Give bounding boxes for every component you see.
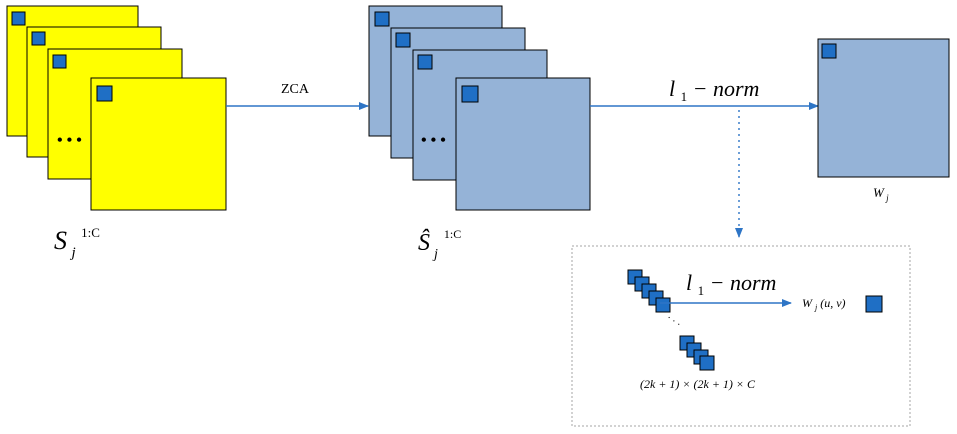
detail-box: · · · l 1 − norm W j (u, v) (2k + 1) × (… [571, 245, 911, 427]
stack1-label: S j 1:C [54, 225, 100, 263]
window-size-label: (2k + 1) × (2k + 1) × C [640, 377, 756, 391]
window-stack-bottom [679, 335, 715, 371]
stack1-ellipsis: • • • [57, 132, 82, 149]
input-feature-stack: • • • S j 1:C [6, 5, 227, 263]
whitened-map-2-marker [395, 32, 411, 48]
stack2-label: Ŝ j 1:C [418, 227, 461, 264]
feature-map-3-marker [52, 54, 67, 69]
weight-map-label: W j [873, 185, 889, 203]
whitened-map-3-marker [417, 54, 433, 70]
whitened-map-1-marker [374, 11, 390, 27]
weight-map-marker [821, 43, 837, 59]
zca-label: ZCA [281, 82, 310, 97]
l1-norm-arrow: l 1 − norm [590, 76, 819, 110]
detail-box-border [571, 245, 911, 427]
weight-map-square [817, 38, 950, 178]
detail-output-square [865, 295, 883, 313]
feature-map-4-marker [96, 85, 113, 102]
l1-norm-label: l 1 − norm [669, 76, 759, 106]
stack2-ellipsis: • • • [421, 132, 446, 149]
zca-arrow: ZCA [226, 82, 369, 110]
weight-map: W j [817, 38, 950, 203]
feature-map-1-marker [11, 11, 26, 26]
detail-l1-norm-label: l 1 − norm [686, 270, 776, 300]
whitened-feature-stack: • • • Ŝ j 1:C [368, 5, 591, 264]
detail-output-label: W j (u, v) [802, 296, 846, 313]
window-dots: · · · [664, 313, 683, 331]
window-stack-top [627, 269, 671, 313]
feature-map-2-marker [31, 31, 46, 46]
whitened-map-4-marker [461, 85, 479, 103]
feature-map-4 [90, 77, 227, 211]
